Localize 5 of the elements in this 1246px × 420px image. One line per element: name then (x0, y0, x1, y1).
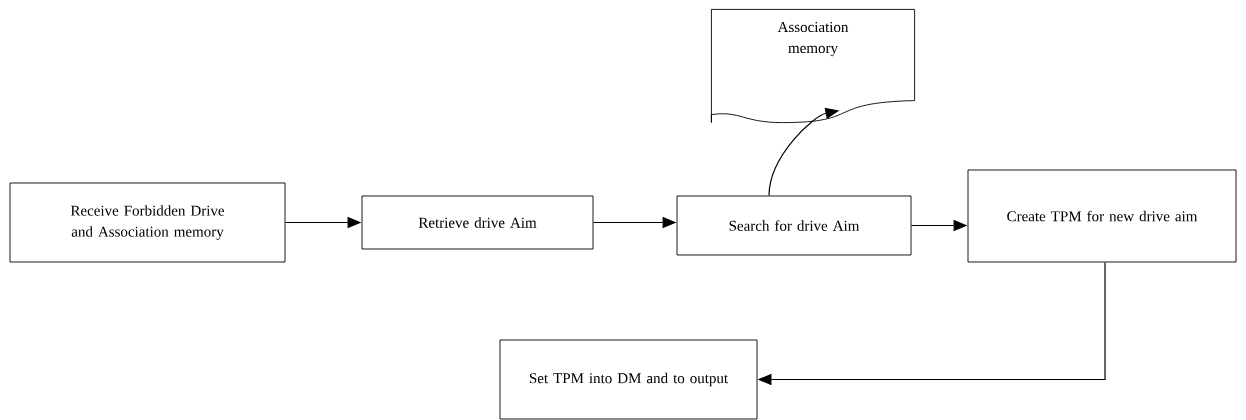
process-box: Set TPM into DM and to output (499, 339, 758, 420)
process-box: Create TPM for new drive aim (967, 169, 1237, 263)
process-box: Receive Forbidden Drive and Association memory (9, 182, 286, 263)
process-box: Search for drive Aim (676, 195, 912, 256)
process-box: Retrieve drive Aim (361, 195, 594, 250)
